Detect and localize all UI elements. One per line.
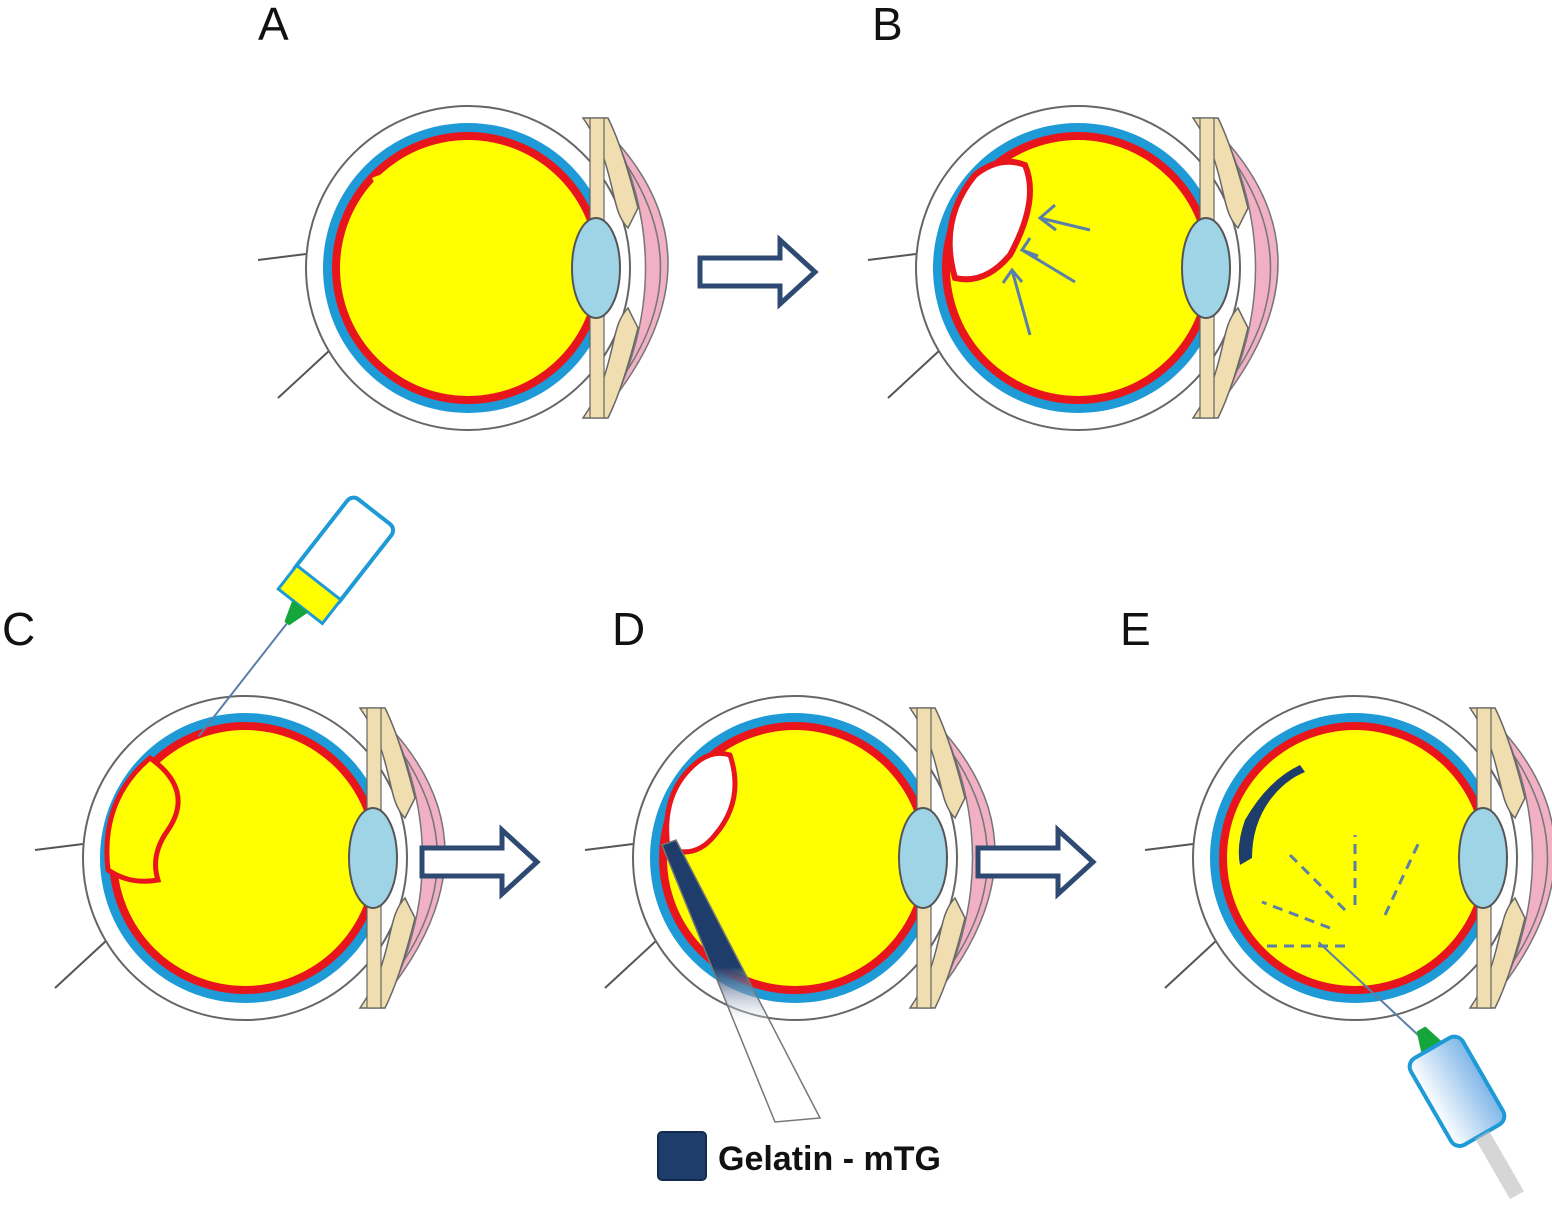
panel-d: D — [584, 603, 996, 1123]
traction-arrows — [1001, 203, 1091, 336]
panel-label-c: C — [2, 603, 35, 655]
panel-label-e: E — [1120, 603, 1151, 655]
panel-label-d: D — [612, 603, 645, 655]
panel-c: C — [2, 495, 446, 1021]
legend: Gelatin - mTG — [657, 1131, 941, 1181]
legend-label: Gelatin - mTG — [718, 1140, 941, 1178]
panel-label-b: B — [872, 0, 903, 50]
cannula-icon — [661, 839, 822, 1123]
syringe-icon — [1317, 941, 1524, 1200]
panel-b: B — [867, 0, 1279, 431]
panel-label-a: A — [258, 0, 289, 50]
panel-a: A — [257, 0, 669, 431]
syringe-icon — [197, 495, 396, 737]
hollow-right-arrow-icon — [700, 240, 815, 304]
gas-dashes — [1261, 835, 1422, 948]
hollow-right-arrow-icon — [978, 830, 1093, 894]
legend-swatch — [657, 1131, 707, 1181]
panel-e: E — [1120, 603, 1552, 1200]
